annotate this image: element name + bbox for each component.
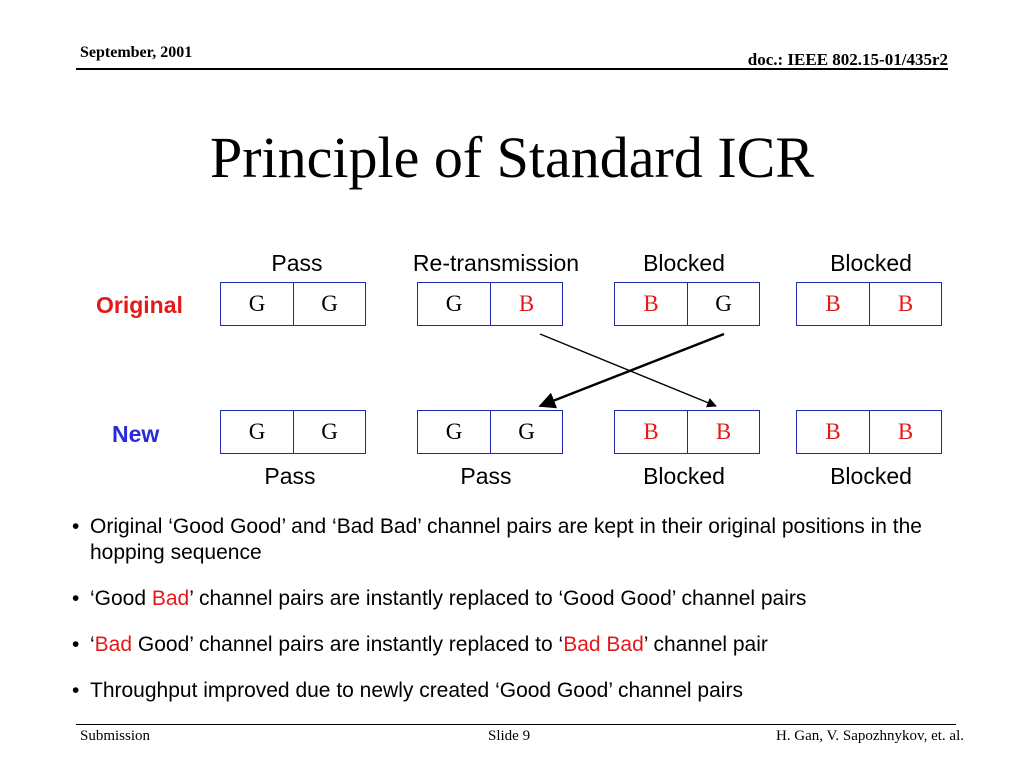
original-pair-1: G G bbox=[220, 282, 366, 326]
channel-cell: B bbox=[643, 291, 659, 316]
footer-authors: H. Gan, V. Sapozhnykov, et. al. bbox=[775, 728, 964, 744]
channel-cell: B bbox=[825, 291, 841, 316]
channel-cell: B bbox=[869, 283, 941, 325]
channel-cell: B bbox=[643, 419, 659, 444]
slide-title: Principle of Standard ICR bbox=[209, 125, 815, 190]
original-pair-4: B B bbox=[796, 282, 942, 326]
bullet-text: Good’ channel pairs are instantly replac… bbox=[132, 633, 564, 656]
new-row-label: New bbox=[112, 421, 160, 447]
bullet-list: Original ‘Good Good’ and ‘Bad Bad’ chann… bbox=[72, 514, 972, 724]
arrow-to-pass bbox=[538, 332, 725, 409]
channel-cell: B bbox=[687, 411, 759, 453]
new-pair-2: G G bbox=[417, 410, 563, 454]
channel-cell: G bbox=[248, 419, 266, 444]
channel-cell: G bbox=[687, 283, 759, 325]
channel-cell: G bbox=[293, 411, 365, 453]
channel-cell: G bbox=[293, 283, 365, 325]
channel-cell: G bbox=[248, 291, 266, 316]
header-divider bbox=[76, 68, 948, 70]
bullet-text: Throughput improved due to newly created… bbox=[90, 679, 743, 702]
new-pair-1: G G bbox=[220, 410, 366, 454]
bullet-text: Original ‘Good Good’ and ‘Bad Bad’ chann… bbox=[90, 515, 922, 564]
bottom-label-2: Pass bbox=[460, 463, 512, 489]
channel-cell: B bbox=[869, 411, 941, 453]
channel-cell: G bbox=[445, 291, 463, 316]
header-date: September, 2001 bbox=[80, 44, 193, 61]
header-doc-id: doc.: IEEE 802.15-01/435r2 bbox=[747, 50, 948, 69]
bullet-item: ‘Bad Good’ channel pairs are instantly r… bbox=[72, 632, 972, 658]
channel-cell: B bbox=[825, 419, 841, 444]
top-label-3: Blocked bbox=[643, 250, 725, 276]
bullet-item: ‘Good Bad’ channel pairs are instantly r… bbox=[72, 586, 972, 612]
footer-submission: Submission bbox=[80, 728, 151, 744]
new-pair-4: B B bbox=[796, 410, 942, 454]
bullet-text: ’ channel pair bbox=[643, 633, 768, 656]
top-label-2: Re-transmission bbox=[412, 250, 580, 276]
bottom-label-3: Blocked bbox=[643, 463, 725, 489]
channel-cell: B bbox=[490, 283, 562, 325]
original-row-label: Original bbox=[96, 292, 183, 318]
bullet-item: Throughput improved due to newly created… bbox=[72, 678, 972, 704]
arrow-to-blocked bbox=[539, 333, 717, 408]
bullet-text: ‘ bbox=[90, 633, 95, 656]
new-pair-3: B B bbox=[614, 410, 760, 454]
bullet-text: ’ channel pairs are instantly replaced t… bbox=[189, 587, 807, 610]
footer-divider bbox=[76, 724, 956, 725]
bullet-text: Bad Bad bbox=[563, 633, 644, 656]
bullet-text: Bad bbox=[94, 633, 133, 656]
bottom-label-4: Blocked bbox=[830, 463, 912, 489]
bullet-item: Original ‘Good Good’ and ‘Bad Bad’ chann… bbox=[72, 514, 972, 566]
bullet-text: ‘Good bbox=[90, 587, 152, 610]
bottom-label-1: Pass bbox=[264, 463, 316, 489]
top-label-4: Blocked bbox=[830, 250, 912, 276]
channel-cell: G bbox=[445, 419, 463, 444]
bullet-text: Bad bbox=[151, 587, 190, 610]
original-pair-3: B G bbox=[614, 282, 760, 326]
top-label-1: Pass bbox=[271, 250, 323, 276]
footer-slide-number: Slide 9 bbox=[488, 728, 531, 744]
original-pair-2: G B bbox=[417, 282, 563, 326]
channel-cell: G bbox=[490, 411, 562, 453]
